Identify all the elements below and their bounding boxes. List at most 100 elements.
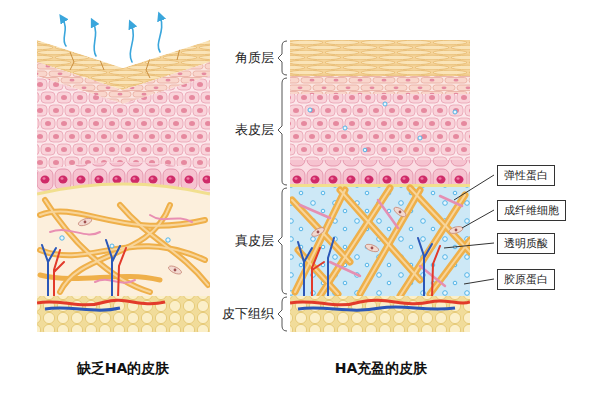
elastin-fibers <box>378 200 398 228</box>
layer-label: 角质层 <box>235 50 274 66</box>
evaporation-arrows <box>62 18 66 46</box>
ha-dots <box>418 136 422 140</box>
layer-label: 皮下组织 <box>222 306 274 322</box>
dry-skin-section <box>37 300 165 305</box>
blood-vessels <box>418 238 432 298</box>
fibroblasts <box>448 225 463 234</box>
fibroblasts <box>84 221 87 224</box>
blood-vessels <box>298 242 312 298</box>
ha-dots <box>363 148 367 152</box>
blood-vessels <box>118 248 126 298</box>
leader-lines <box>444 243 494 248</box>
callout-text: 弹性蛋白 <box>504 168 548 183</box>
collagen-fibers <box>45 200 150 292</box>
elastin-fibers <box>150 215 192 222</box>
evaporation-arrows <box>93 22 96 56</box>
collagen-fibers <box>340 190 420 280</box>
elastin-fibers <box>330 262 360 276</box>
blood-vessels <box>328 238 334 298</box>
dry-skin-section <box>45 308 120 310</box>
hydrated-skin-section <box>290 76 470 94</box>
fibroblasts <box>167 264 182 275</box>
hydrated-skin-section <box>290 160 470 184</box>
hydrated-skin-section <box>290 187 470 296</box>
elastin-fibers <box>50 215 192 283</box>
fibroblasts <box>317 231 320 234</box>
hydrated-skin-section <box>290 300 470 305</box>
collagen-fibers <box>292 188 470 296</box>
collagen-fibers <box>292 188 470 296</box>
fibroblasts <box>310 226 325 238</box>
ha-dots <box>383 102 387 106</box>
ha-dots <box>166 238 170 242</box>
fibroblasts <box>77 217 182 276</box>
collagen-fibers <box>292 188 470 296</box>
fibroblasts <box>364 243 379 253</box>
corneum-cracks <box>177 48 180 60</box>
callout-box: 弹性蛋白 <box>497 165 555 186</box>
dry-skin-section <box>37 40 210 332</box>
collagen-fibers <box>40 275 160 280</box>
elastin-fibers <box>50 230 100 234</box>
layer-brackets <box>278 41 287 331</box>
dry-skin-section <box>37 184 210 194</box>
collagen-fibers <box>295 190 345 292</box>
callout-text: 胶原蛋白 <box>504 272 548 287</box>
callout-box: 胶原蛋白 <box>497 269 555 290</box>
corneum-cracks <box>146 58 150 78</box>
ha-dots <box>60 236 170 248</box>
elastin-fibers <box>300 196 462 286</box>
leader-lines <box>444 175 494 284</box>
corneum-cracks <box>100 60 104 70</box>
elastin-fibers <box>300 205 330 218</box>
fibroblasts <box>455 229 458 232</box>
fibroblasts <box>174 269 177 272</box>
fibroblasts <box>77 217 92 227</box>
blood-vessels <box>298 238 440 298</box>
collagen-fibers <box>40 212 205 226</box>
ha-dots <box>110 244 114 248</box>
collagen-fibers <box>120 205 208 285</box>
dry-skin-section <box>37 76 210 172</box>
layer-brackets <box>278 78 287 185</box>
panel-caption: HA充盈的皮肤 <box>335 359 428 377</box>
evaporation-arrows <box>158 16 161 52</box>
callout-box: 透明质酸 <box>497 233 555 254</box>
fibroblasts <box>399 211 402 214</box>
blood-vessels <box>432 246 440 298</box>
hydrated-skin-section <box>290 40 470 76</box>
leader-lines <box>464 279 494 284</box>
blood-vessels <box>42 240 126 298</box>
callout-box: 成纤维细胞 <box>497 200 566 221</box>
blood-vessels <box>54 250 64 298</box>
evaporation-arrows <box>62 16 162 62</box>
ha-dots <box>308 102 457 152</box>
callout-text: 成纤维细胞 <box>504 203 559 218</box>
fibroblasts <box>393 206 408 219</box>
layer-brackets <box>278 297 287 331</box>
dry-skin-section <box>37 185 210 296</box>
blood-vessels <box>312 248 324 298</box>
hydrated-skin-section <box>298 307 455 310</box>
elastin-fibers <box>95 280 135 283</box>
corneum-cracks <box>70 52 74 70</box>
hydrated-skin-section <box>290 184 470 187</box>
collagen-fibers <box>430 240 470 294</box>
layer-brackets <box>278 188 287 294</box>
ha-dots <box>453 110 457 114</box>
dry-skin-section <box>37 296 210 332</box>
collagen-fibers <box>40 200 208 292</box>
ha-dots <box>343 126 347 130</box>
layer-label: 真皮层 <box>235 233 274 249</box>
layer-brackets <box>278 41 287 75</box>
hydrated-skin-section <box>290 296 470 332</box>
collagen-fibers <box>340 190 420 280</box>
fibroblasts <box>371 247 374 250</box>
hydrated-skin-section <box>290 94 470 160</box>
callout-text: 透明质酸 <box>504 236 548 251</box>
leader-lines <box>462 210 494 228</box>
layer-label: 表皮层 <box>235 122 274 138</box>
panel-caption: 缺乏HA的皮肤 <box>77 359 170 377</box>
evaporation-arrows <box>130 24 133 62</box>
